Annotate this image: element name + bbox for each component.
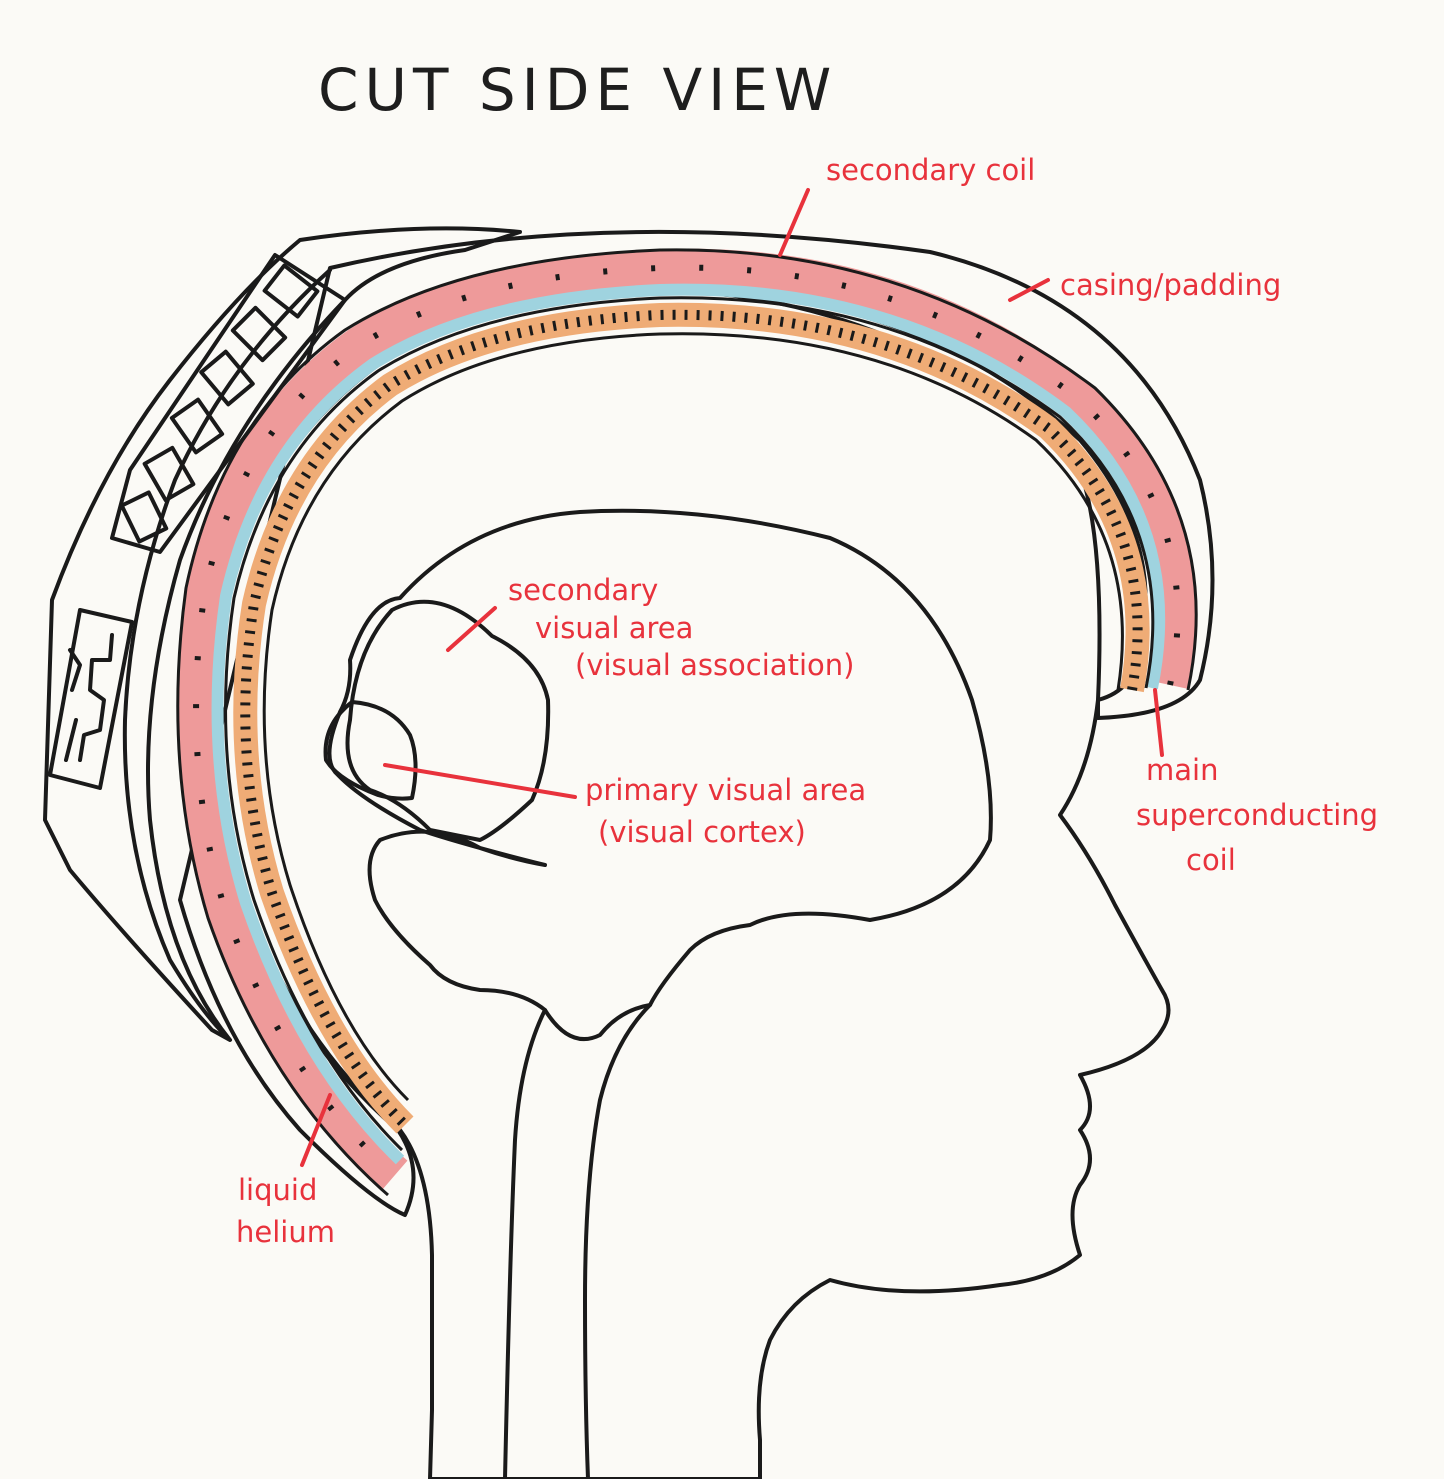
leader-main-coil (1153, 688, 1164, 757)
label-main-coil-2: superconducting (1136, 798, 1378, 832)
label-primary-visual-2: (visual cortex) (598, 815, 806, 849)
circuit-chip-2 (230, 305, 288, 363)
secondary-coil-band (177, 248, 1197, 1190)
secondary-coil-outer-line (176, 248, 1198, 1197)
leader-liquid-helium (300, 1093, 332, 1167)
label-secondary-visual-1: secondary (508, 573, 658, 607)
label-liquid-helium-2: helium (236, 1215, 335, 1249)
electronics-housing (43, 226, 522, 1042)
chip-panel-traces (64, 633, 114, 762)
brain-stem (503, 1008, 547, 1479)
label-secondary-coil: secondary coil (826, 153, 1035, 187)
label-secondary-visual-3: (visual association) (575, 648, 854, 682)
spinal-cord-right (583, 1003, 652, 1479)
housing-divider (122, 268, 332, 1037)
labels: secondary coil casing/padding secondary … (236, 153, 1378, 1249)
liquid-helium-line (224, 296, 1155, 1152)
primary-visual-area (323, 700, 418, 801)
brain-outline (327, 508, 993, 1041)
circuit-chip-5 (142, 445, 196, 503)
circuit-chip-4 (169, 397, 225, 455)
main-coil-inner-line (262, 332, 1124, 1102)
circuit-chip-3 (199, 349, 255, 407)
circuit-chip-1 (262, 263, 320, 319)
helmet (43, 226, 1215, 1217)
label-secondary-visual-2: visual area (535, 611, 693, 645)
main-coil-windings (240, 309, 1143, 1129)
head-silhouette (214, 288, 1171, 1479)
main-coil-band (233, 302, 1150, 1134)
secondary-visual-area (345, 599, 551, 842)
label-liquid-helium-1: liquid (238, 1173, 317, 1207)
leader-casing (1008, 278, 1050, 302)
circuit-chip-6 (119, 490, 169, 544)
label-primary-visual-1: primary visual area (585, 773, 866, 807)
leader-secondary-visual (446, 606, 497, 652)
chip-panel (48, 608, 134, 790)
leader-lines (300, 188, 1164, 1167)
label-casing-padding: casing/padding (1060, 268, 1281, 302)
liquid-helium-band (211, 283, 1166, 1165)
circuit-panel (110, 253, 347, 554)
leader-secondary-coil (778, 188, 810, 257)
leader-primary-visual (383, 763, 577, 799)
label-main-coil-3: coil (1186, 843, 1236, 877)
label-main-coil-1: main (1146, 753, 1218, 787)
diagram-title: CUT SIDE VIEW (318, 56, 837, 124)
